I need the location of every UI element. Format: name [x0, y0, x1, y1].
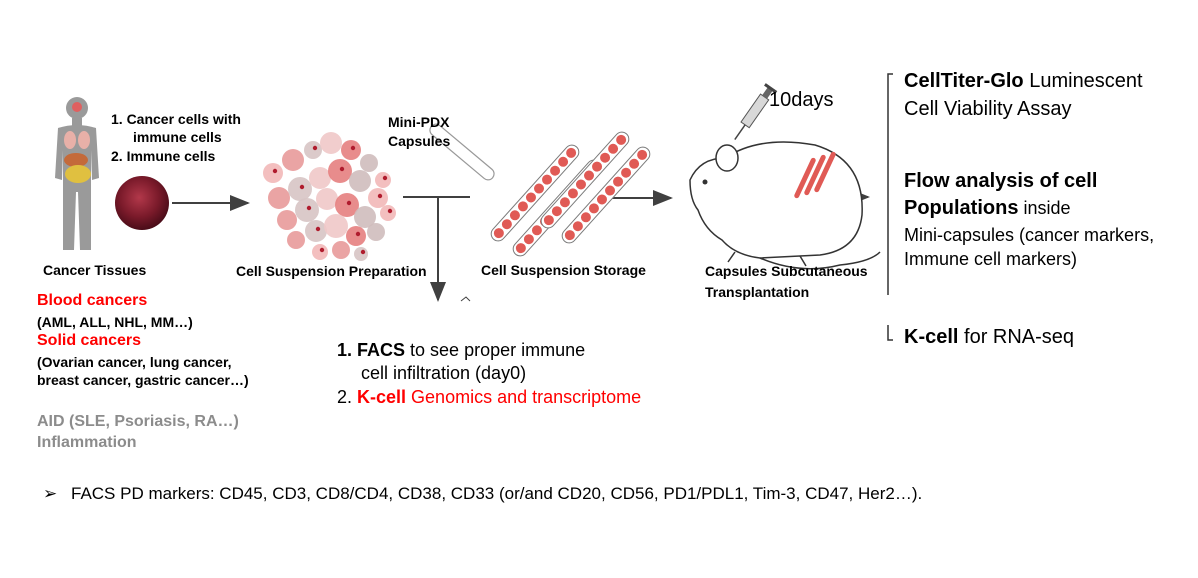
label-preparation: Cell Suspension Preparation — [236, 263, 427, 279]
note-immune-cells: 2. Immune cells — [111, 148, 216, 164]
solid-cancers-list-2: breast cancer, gastric cancer…) — [37, 372, 249, 388]
note-days: 10days — [769, 89, 834, 111]
solid-cancers-list-1: (Ovarian cancer, lung cancer, — [37, 354, 232, 370]
day0-facs-bold: FACS — [357, 340, 406, 360]
tissue-sample-icon — [115, 176, 169, 230]
note-immune-cells-cont: immune cells — [133, 129, 222, 145]
blood-cancers-list: (AML, ALL, NHL, MM…) — [37, 314, 193, 330]
day0-facs-line: 1. FACS to see proper immune — [337, 339, 585, 362]
bracket-top — [887, 73, 893, 295]
readout-kcell: K-cell for RNA-seq — [904, 324, 1074, 350]
capsule-tube-icon — [429, 123, 495, 181]
note-capsules: Capsules — [388, 133, 451, 149]
capsule-rack-icon — [490, 131, 651, 257]
footer-bullet: ➢ — [43, 484, 58, 503]
day0-kcell-num: 2. — [337, 387, 358, 407]
implanted-capsules — [794, 151, 836, 199]
human-body-icon — [55, 97, 99, 250]
day0-facs-num: 1. — [337, 340, 358, 360]
readout-populations-rest: inside — [1018, 198, 1071, 218]
bracket-bottom — [887, 325, 893, 341]
readout-populations-bold: Populations — [904, 197, 1019, 219]
label-cancer-tissues: Cancer Tissues — [43, 262, 147, 278]
readout-celltiter: CellTiter-Glo Luminescent — [904, 68, 1143, 94]
readout-populations: Populations inside — [904, 195, 1070, 221]
inflammation-title: Inflammation — [37, 434, 137, 451]
note-cancer-cells: 1. Cancer cells with — [111, 111, 241, 127]
solid-cancers-title: Solid cancers — [37, 332, 142, 349]
readout-markers-2: Immune cell markers) — [904, 249, 1078, 269]
mouse-icon — [689, 141, 881, 270]
readout-kcell-rest: for RNA-seq — [958, 326, 1075, 348]
readout-kcell-bold: K-cell — [904, 326, 959, 348]
label-storage: Cell Suspension Storage — [481, 262, 646, 278]
cell-cluster-icon — [263, 132, 396, 261]
day0-facs-cont: cell infiltration (day0) — [361, 363, 527, 383]
day0-kcell-rest: Genomics and transcriptome — [406, 387, 642, 407]
readout-celltiter-rest: Luminescent — [1023, 70, 1143, 92]
readout-viability: Cell Viability Assay — [904, 98, 1072, 120]
day0-kcell-line: 2. K-cell Genomics and transcriptome — [337, 386, 641, 409]
tick-mark — [460, 296, 471, 302]
footer-markers: FACS PD markers: CD45, CD3, CD8/CD4, CD3… — [71, 484, 923, 503]
readout-celltiter-bold: CellTiter-Glo — [904, 70, 1024, 92]
aid-title: AID (SLE, Psoriasis, RA…) — [37, 413, 239, 430]
readout-flow: Flow analysis of cell — [904, 170, 1098, 192]
note-mini-pdx: Mini-PDX — [388, 114, 450, 130]
syringe-icon — [734, 83, 778, 141]
blood-cancers-title: Blood cancers — [37, 292, 148, 309]
day0-kcell-bold: K-cell — [357, 387, 407, 407]
readout-markers-1: Mini-capsules (cancer markers, — [904, 225, 1155, 245]
day0-facs-rest: to see proper immune — [405, 340, 586, 360]
label-transplant-2: Transplantation — [705, 284, 810, 300]
label-transplant-1: Capsules Subcutaneous — [705, 263, 868, 279]
